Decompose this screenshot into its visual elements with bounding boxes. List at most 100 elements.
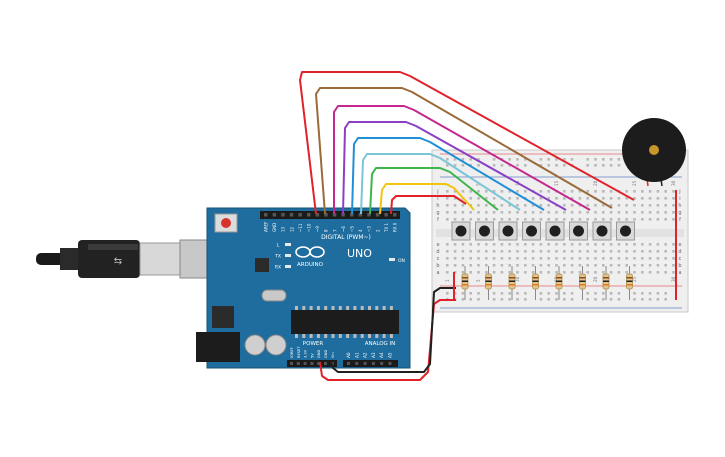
header-pin[interactable] xyxy=(264,213,268,217)
wire-black-ground xyxy=(330,287,456,373)
breadboard-hole xyxy=(563,292,566,295)
pushbutton[interactable] xyxy=(522,221,541,241)
breadboard-hole xyxy=(524,211,527,214)
wires xyxy=(299,71,677,381)
chip-pin xyxy=(346,306,350,310)
header-pin[interactable] xyxy=(272,213,277,217)
breadboard-hole xyxy=(656,243,660,246)
header-pin[interactable] xyxy=(393,213,397,217)
breadboard-hole xyxy=(664,197,667,200)
row-letter: e xyxy=(678,242,681,248)
breadboard-hole xyxy=(453,158,457,161)
breadboard-hole xyxy=(602,164,605,167)
breadboard-hole xyxy=(570,218,574,221)
breadboard-hole xyxy=(500,190,504,193)
header-pin-label: 4 xyxy=(358,229,363,232)
chip-pin xyxy=(389,334,393,338)
header-pin[interactable] xyxy=(289,213,294,217)
chip-pin xyxy=(346,334,350,338)
breadboard-hole xyxy=(602,250,605,253)
header-pin[interactable] xyxy=(341,213,345,217)
header-pin[interactable] xyxy=(332,213,337,217)
pushbutton[interactable] xyxy=(545,221,565,241)
power-pin[interactable] xyxy=(296,362,300,365)
pushbutton[interactable] xyxy=(498,221,518,241)
breadboard-hole xyxy=(477,164,480,167)
header-pin[interactable] xyxy=(315,213,320,217)
resistor-band xyxy=(579,284,586,286)
breadboard-hole xyxy=(508,264,511,267)
breadboard-hole xyxy=(446,257,449,260)
wire-red-rail xyxy=(390,195,467,215)
breadboard-hole xyxy=(539,298,543,301)
breadboard-hole xyxy=(492,164,496,167)
resistor-band xyxy=(509,280,515,282)
pushbutton[interactable] xyxy=(569,221,588,241)
pushbutton[interactable] xyxy=(592,221,612,241)
breadboard-hole xyxy=(570,190,574,193)
breadboard-hole xyxy=(469,264,472,267)
breadboard-hole xyxy=(563,298,566,301)
pushbutton-cap xyxy=(620,225,631,237)
breadboard-hole xyxy=(633,197,636,200)
breadboard-hole xyxy=(633,257,636,260)
power-pin-label: IOREF xyxy=(290,347,294,358)
row-letter: f xyxy=(437,217,439,223)
breadboard-hole xyxy=(531,250,535,253)
breadboard-hole xyxy=(555,292,558,295)
power-pin[interactable] xyxy=(290,362,293,365)
power-pin[interactable] xyxy=(310,362,314,365)
pushbutton[interactable] xyxy=(616,221,635,241)
breadboard-hole xyxy=(656,204,660,207)
header-pin[interactable] xyxy=(324,213,328,217)
analog-pin[interactable] xyxy=(355,362,359,365)
header-pin[interactable] xyxy=(384,213,388,217)
breadboard-hole xyxy=(617,257,621,260)
breadboard-hole xyxy=(609,292,613,295)
pushbuttons xyxy=(451,221,635,241)
breadboard-hole xyxy=(617,218,621,221)
analog-pin[interactable] xyxy=(371,362,375,365)
power-pin[interactable] xyxy=(303,362,307,365)
power-pin[interactable] xyxy=(324,362,327,365)
breadboard-hole xyxy=(570,158,574,161)
chip-pin xyxy=(316,334,320,338)
breadboard-hole xyxy=(563,211,566,214)
breadboard-hole xyxy=(524,250,527,253)
header-pin[interactable] xyxy=(307,213,311,217)
row-letter: c xyxy=(679,256,682,262)
analog-pin[interactable] xyxy=(363,362,367,365)
analog-pin[interactable] xyxy=(347,362,350,365)
breadboard-hole xyxy=(609,190,613,193)
breadboard-hole xyxy=(672,197,675,200)
breadboard-hole xyxy=(477,204,480,207)
header-pin[interactable] xyxy=(375,213,380,217)
breadboard-hole xyxy=(453,190,457,193)
pushbutton[interactable] xyxy=(475,221,494,241)
breadboard-hole xyxy=(477,197,480,200)
breadboard-hole xyxy=(446,243,449,246)
breadboard-hole xyxy=(446,211,449,214)
chip-pin xyxy=(360,306,364,310)
header-pin[interactable] xyxy=(281,213,285,217)
chip-pin xyxy=(382,306,386,310)
header-pin[interactable] xyxy=(350,213,354,217)
digital-header-pins xyxy=(264,213,397,217)
analog-pin[interactable] xyxy=(380,362,384,365)
breadboard-hole xyxy=(633,298,636,301)
analog-pin[interactable] xyxy=(388,362,392,365)
pushbutton[interactable] xyxy=(451,221,471,241)
power-pin[interactable] xyxy=(317,362,321,365)
header-pin[interactable] xyxy=(298,213,302,217)
pushbutton-cap xyxy=(596,225,608,237)
breadboard-hole xyxy=(547,257,550,260)
breadboard-hole xyxy=(469,211,472,214)
atmega-chip xyxy=(291,310,399,334)
header-pin[interactable] xyxy=(367,213,371,217)
breadboard-hole xyxy=(586,264,589,267)
wire-magenta xyxy=(333,105,591,214)
header-pin[interactable] xyxy=(358,213,363,217)
breadboard-hole xyxy=(578,197,582,200)
resistor xyxy=(626,266,633,300)
